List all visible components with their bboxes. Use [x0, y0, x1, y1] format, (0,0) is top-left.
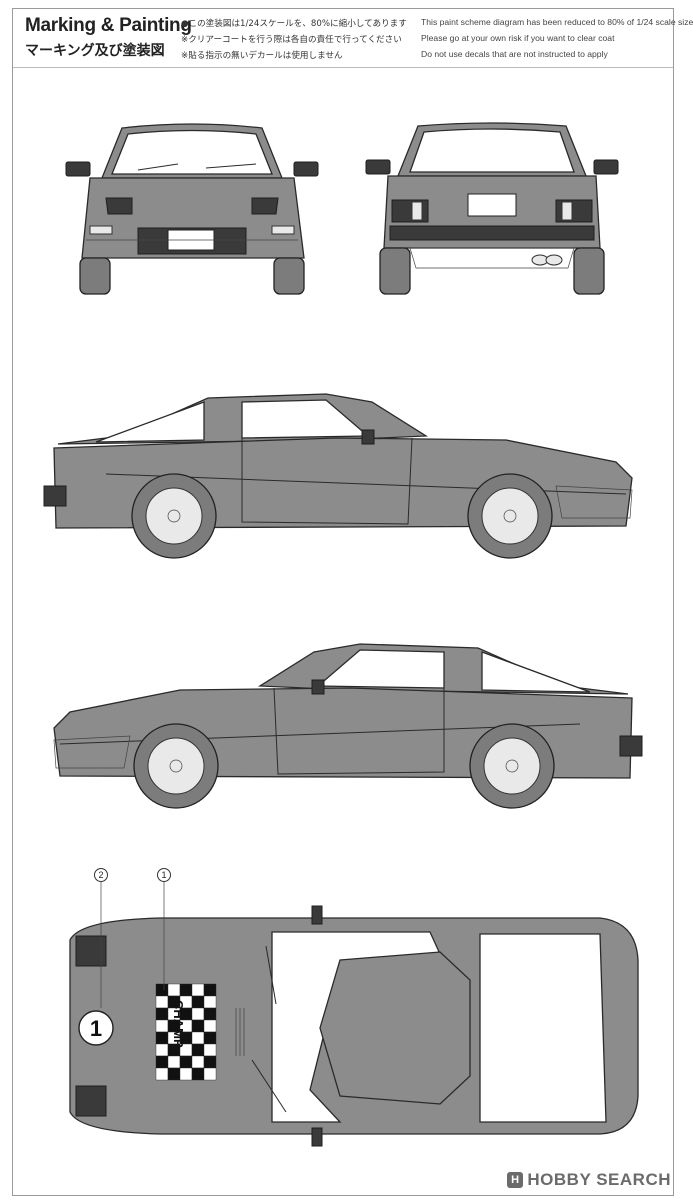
top-mirror-left-icon: [311, 905, 323, 925]
top-hood-vents: [235, 1008, 245, 1056]
callout-2: 2: [94, 868, 108, 882]
decal-number-roundel: [78, 1010, 114, 1046]
mirror-right-icon: [293, 161, 319, 177]
decal-number-text: 1: [90, 1016, 102, 1041]
top-rear-glass: [479, 933, 607, 1123]
side-a-front-wheel: [481, 487, 539, 545]
side-a-rear-lamp: [43, 485, 67, 507]
side-b-front-hub: [169, 759, 183, 773]
side-b-rear-glass: [481, 651, 591, 693]
note-scale-en: This paint scheme diagram has been reduc…: [421, 17, 693, 27]
car-right-side-view: [53, 643, 643, 809]
note-decals-jp: ※貼る指示の無いデカールは使用しません: [181, 51, 343, 61]
top-mirror-right-icon: [311, 1127, 323, 1147]
side-a-mirror-icon: [361, 429, 375, 445]
wiper-left: [137, 163, 179, 171]
rear-reflector-left: [411, 201, 423, 221]
hobby-search-logo-icon: H: [507, 1172, 524, 1188]
rear-tire-right: [573, 247, 605, 295]
headlight-left: [105, 197, 133, 215]
side-b-front-wheel: [147, 737, 205, 795]
sheet-header: Marking & Painting マーキング及び塗装図 ●この塗装図は1/2…: [13, 9, 693, 68]
note-decals: ※貼る指示の無いデカールは使用しません Do not use decals th…: [181, 49, 608, 61]
decal-champ-text: CHAMP: [171, 1000, 186, 1048]
side-b-mirror-icon: [311, 679, 325, 695]
checker-square: [203, 1067, 217, 1081]
top-wiper-b: [251, 1059, 287, 1113]
car-front-view: [65, 123, 319, 295]
side-a-door: [241, 437, 413, 525]
front-indicator-right: [271, 225, 295, 235]
top-roof: [319, 951, 471, 1105]
side-b-rear-hub: [505, 759, 519, 773]
mirror-left-icon: [65, 161, 91, 177]
rear-mirror-left-icon: [365, 159, 391, 175]
note-decals-en: Do not use decals that are not instructe…: [421, 49, 608, 59]
top-wiper-a: [265, 945, 277, 1005]
note-clearcoat-jp: ※クリアーコートを行う際は各自の責任で行ってください: [181, 35, 402, 45]
side-a-front-bumper: [555, 485, 633, 519]
note-clearcoat-en: Please go at your own risk if you want t…: [421, 33, 615, 43]
side-b-rear-lamp: [619, 735, 643, 757]
title-japanese: マーキング及び塗装図: [25, 43, 165, 59]
title-english: Marking & Painting: [25, 15, 192, 36]
callout-1: 1: [157, 868, 171, 882]
note-scale: ●この塗装図は1/24スケールを、80%に縮小してあります This paint…: [181, 17, 693, 29]
car-rear-view: [365, 122, 619, 295]
side-b-front-bumper: [53, 735, 131, 769]
rear-tire-left: [379, 247, 411, 295]
exhaust-right: [545, 254, 563, 266]
rear-window: [409, 128, 575, 173]
side-b-rear-wheel: [483, 737, 541, 795]
decal-champ-checker: [155, 983, 217, 1081]
headlight-right: [251, 197, 279, 215]
side-a-rear-glass: [95, 401, 205, 443]
watermark-text: HOBBY SEARCH: [527, 1170, 671, 1189]
front-windshield: [111, 129, 273, 175]
car-left-side-view: [43, 393, 633, 559]
note-clearcoat: ※クリアーコートを行う際は各自の責任で行ってください Please go at …: [181, 33, 614, 45]
side-a-rear-hub: [167, 509, 181, 523]
rear-reflector-right: [561, 201, 573, 221]
side-b-door: [273, 687, 445, 775]
top-headlight-right: [75, 1085, 107, 1117]
wiper-right: [205, 163, 257, 169]
rear-license-plate: [467, 193, 517, 217]
front-indicator-left: [89, 225, 113, 235]
rear-underbody: [409, 247, 575, 269]
note-scale-jp: ●この塗装図は1/24スケールを、80%に縮小してあります: [181, 19, 407, 29]
front-tire-right: [273, 257, 305, 295]
side-a-front-hub: [503, 509, 517, 523]
car-top-view: 1 CHAMP: [69, 905, 639, 1147]
side-a-rear-wheel: [145, 487, 203, 545]
front-tire-left: [79, 257, 111, 295]
rear-mirror-right-icon: [593, 159, 619, 175]
rear-bumper: [389, 225, 595, 241]
